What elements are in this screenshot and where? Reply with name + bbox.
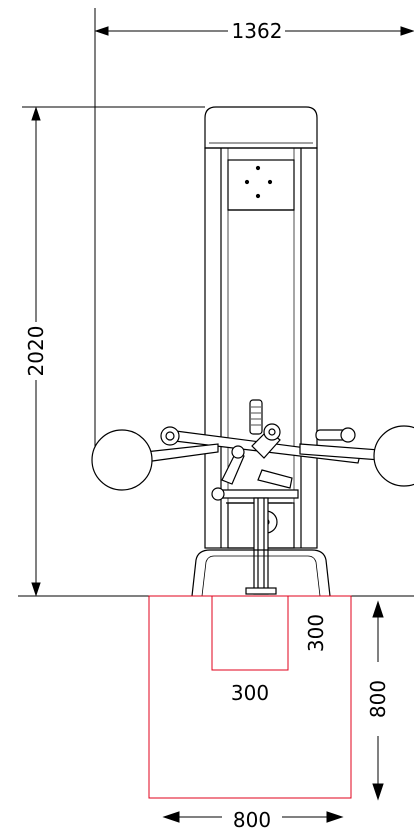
column-outer <box>204 147 318 549</box>
base-housing <box>191 549 331 597</box>
height-dimension <box>22 106 205 597</box>
handle-grip <box>249 399 263 435</box>
height-label: 2020 <box>24 326 48 377</box>
seat <box>213 489 299 499</box>
arrow-left-icon <box>94 26 109 36</box>
foundation-width-label: 300 <box>231 681 269 705</box>
arrow-down-icon <box>372 783 384 801</box>
foundation-block <box>211 595 289 671</box>
foundation-depth-label: 300 <box>304 614 328 652</box>
arrow-left-icon <box>162 811 180 823</box>
arrow-down-icon <box>31 582 41 597</box>
footprint-width-label: 800 <box>233 808 271 832</box>
width-label: 1362 <box>232 19 283 43</box>
foundation-footprint <box>148 595 352 799</box>
left-weight-plate <box>91 429 153 491</box>
arrow-right-icon <box>326 811 344 823</box>
center-post <box>253 497 269 595</box>
machine <box>91 106 414 597</box>
width-dimension <box>94 8 414 450</box>
arrow-up-icon <box>31 106 41 121</box>
mount-plate <box>227 159 295 211</box>
footprint-depth-label: 800 <box>366 680 390 718</box>
arrow-right-icon <box>400 26 414 36</box>
right-weight-plate <box>373 425 414 487</box>
top-cap <box>204 106 318 149</box>
footprint-width-dimension <box>162 811 344 823</box>
footprint-depth-dimension <box>372 600 384 801</box>
arrow-up-icon <box>372 600 384 618</box>
